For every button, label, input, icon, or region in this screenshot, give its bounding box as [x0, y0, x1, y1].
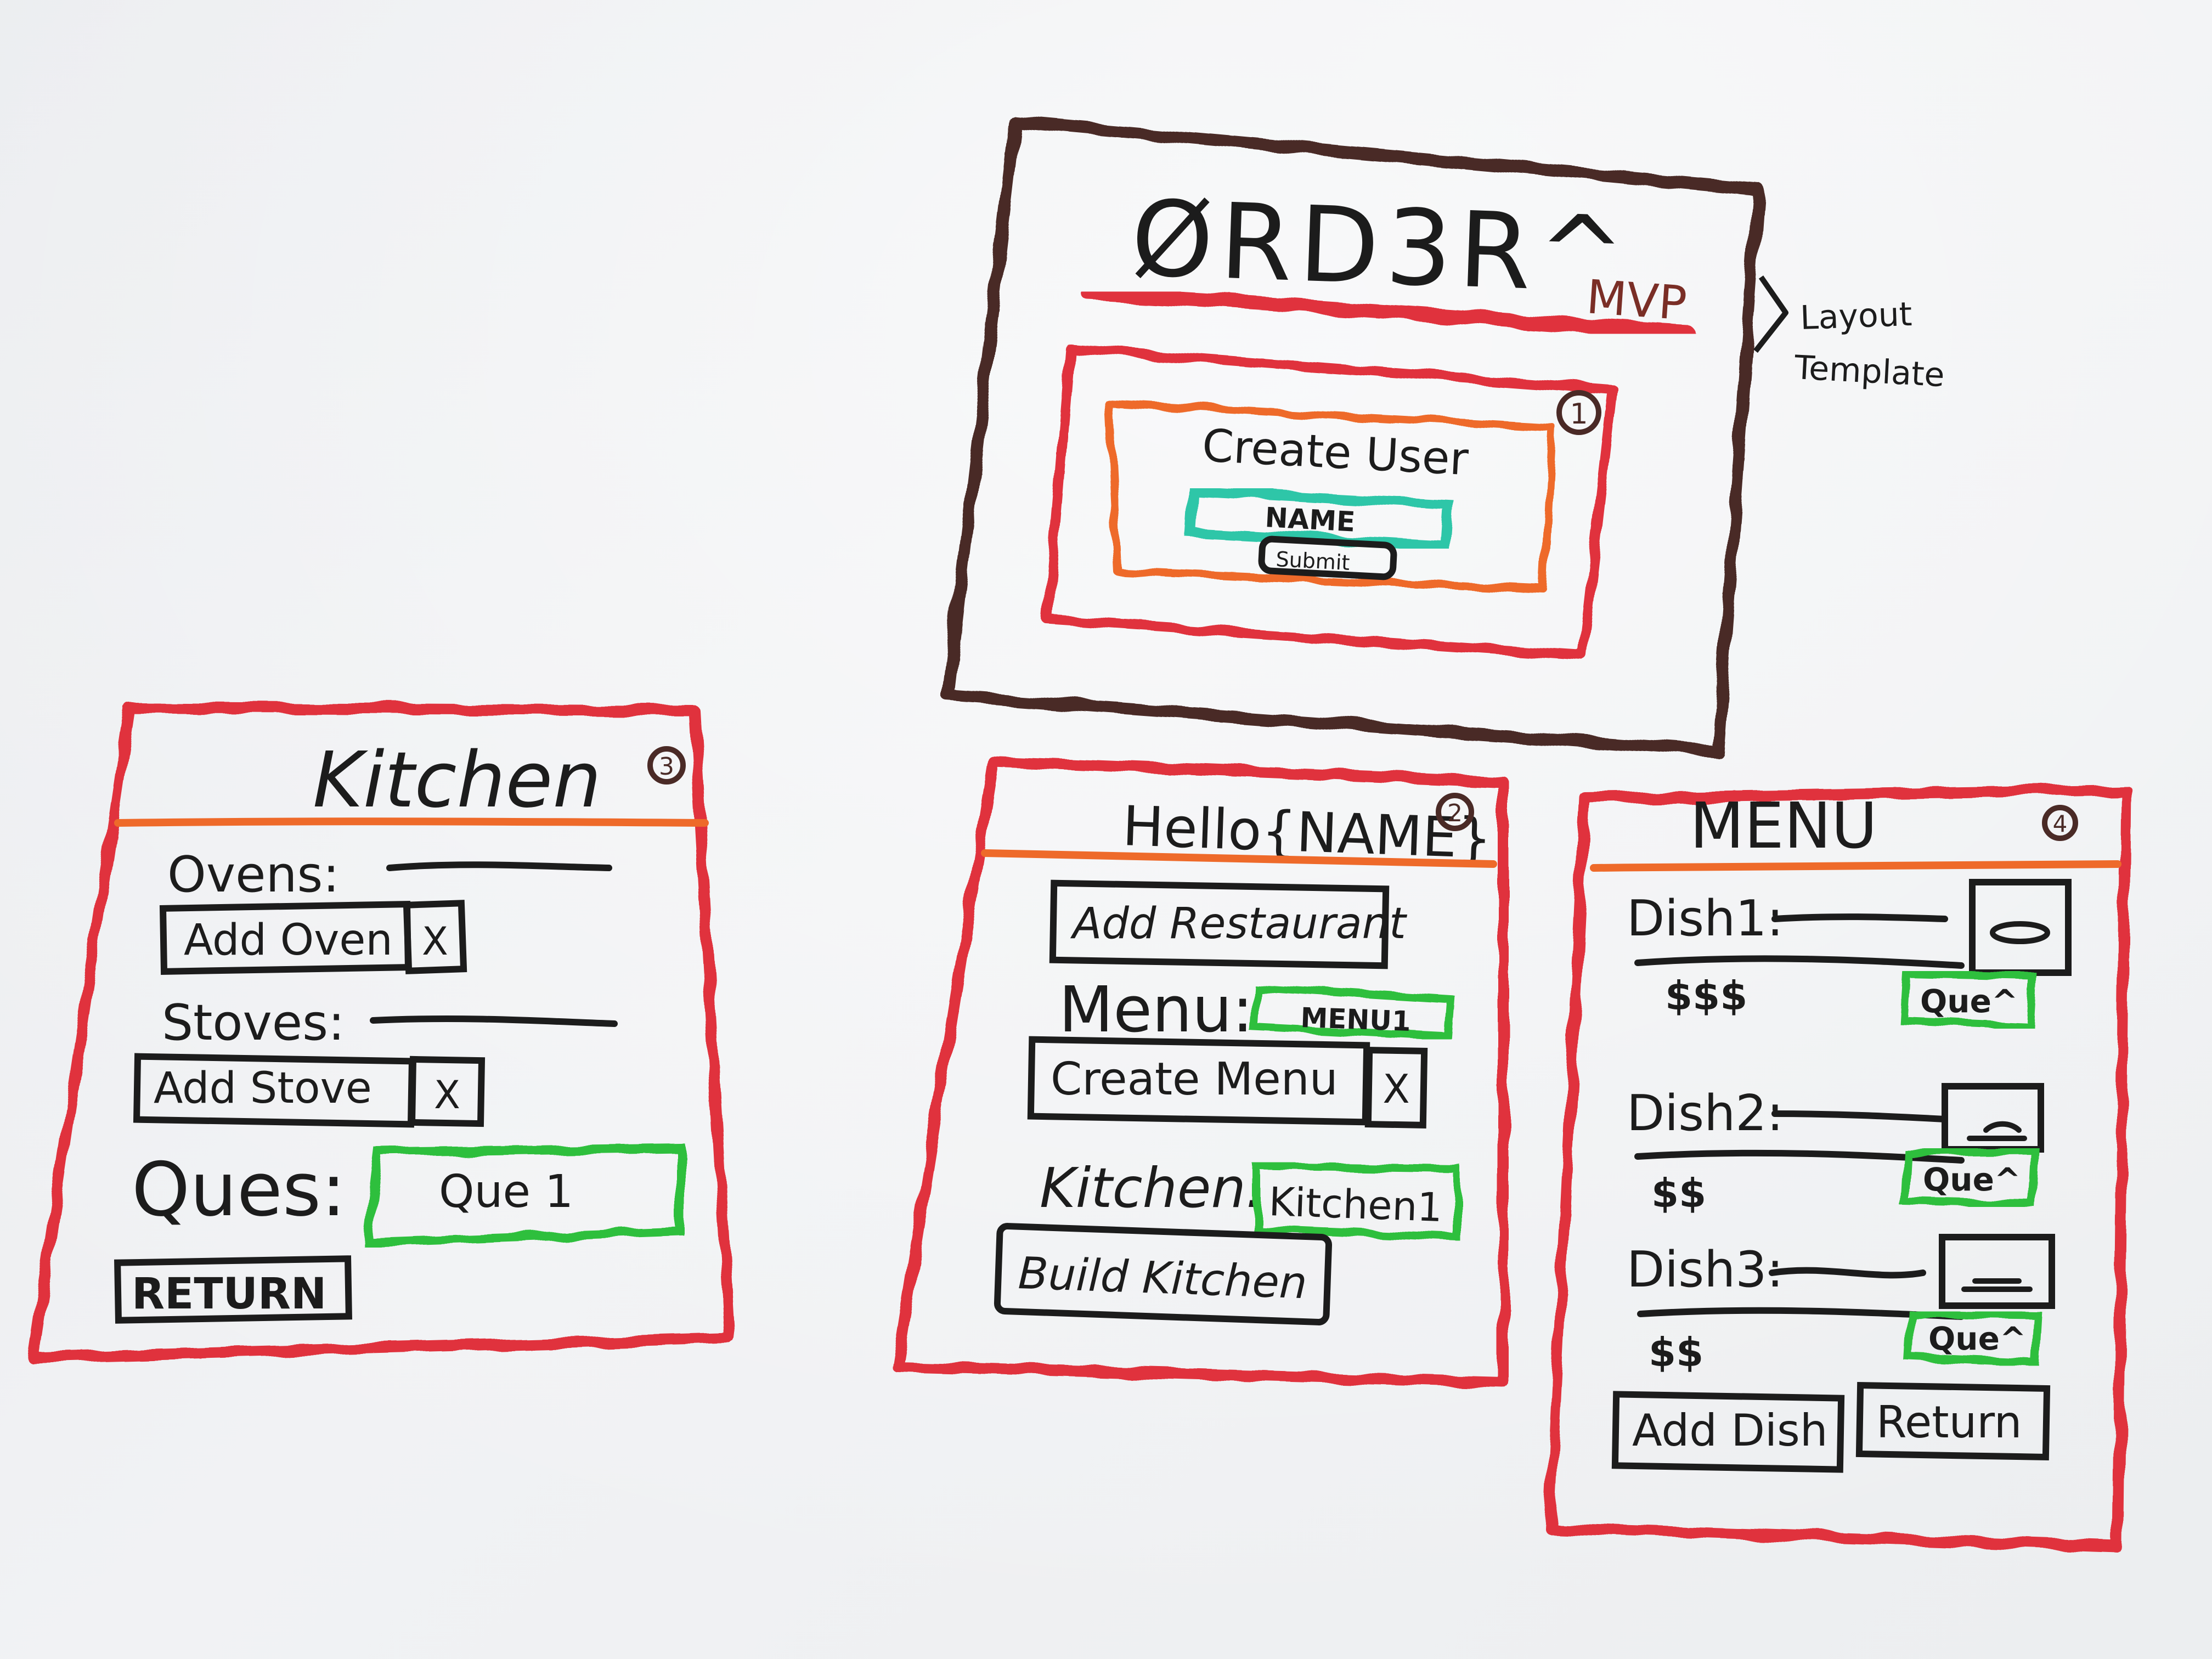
dish-queue-button[interactable] [1905, 1310, 2042, 1368]
dish-row: Dish3: $$ Que^ [1627, 1234, 2055, 1375]
build-kitchen-button[interactable] [994, 1223, 1333, 1325]
remove-stove-button[interactable] [408, 1056, 486, 1127]
submit-button[interactable] [1258, 535, 1397, 580]
menu-title: MENU [1690, 789, 1877, 863]
dish-icon [1990, 921, 2050, 944]
remove-menu-button[interactable] [1364, 1047, 1428, 1128]
kitchen-select-text: Kitchen1 [1268, 1178, 1443, 1231]
dish-queue-button-label: Que^ [1920, 983, 2018, 1020]
dish-price: $$$ [1665, 973, 1747, 1019]
ques-label: Ques: [132, 1147, 346, 1233]
return-button[interactable] [114, 1255, 352, 1324]
kitchen-select[interactable] [1252, 1161, 1460, 1242]
screen-number-3-text: 3 [659, 753, 674, 781]
content-frame [1043, 343, 1618, 661]
dish-label: Dish2: [1627, 1085, 1784, 1142]
dish-queue-button[interactable] [1899, 1147, 2040, 1209]
ovens-value-line [386, 861, 612, 871]
add-oven-button-label: Add Oven [184, 916, 393, 965]
ovens-label: Ovens: [167, 846, 340, 904]
dish-price: $$ [1651, 1170, 1706, 1216]
dish-image [1939, 1234, 2055, 1309]
add-restaurant-button-label: Add Restaurant [1070, 899, 1407, 949]
dish-queue-button-label: Que^ [1928, 1320, 2027, 1357]
home-screen: Hello{NAME} 2 Add Restaurant Menu: MENU1… [891, 756, 1509, 1388]
kitchen-header-divider [114, 817, 709, 827]
ques-input[interactable] [362, 1143, 685, 1248]
stoves-value-line [370, 1015, 618, 1027]
kitchen-title: Kitchen [313, 736, 601, 825]
screen-number-1-text: 1 [1570, 398, 1588, 431]
menu-frame [1544, 785, 2131, 1553]
remove-oven-button-label: X [422, 919, 448, 964]
template-note: Template [1793, 348, 1945, 394]
dish-name-line [1771, 913, 1948, 922]
dish-description-line [1634, 955, 1965, 969]
dish-queue-button-label: Que^ [1923, 1161, 2021, 1198]
dish-icon [1961, 1278, 2033, 1292]
remove-menu-button-label: X [1383, 1066, 1409, 1112]
add-dish-button-label: Add Dish [1632, 1405, 1828, 1456]
kitchen-screen: Kitchen 3 Ovens: Add Oven X Stoves: Add … [27, 702, 735, 1363]
menu-return-button-label: Return [1876, 1397, 2022, 1448]
template-brace [1753, 275, 1788, 353]
build-kitchen-button-label: Build Kitchen [1017, 1248, 1308, 1308]
remove-oven-button[interactable] [403, 900, 467, 974]
name-input-text: NAME [1264, 501, 1356, 538]
menu-screen: MENU 4 Dish1: $$$ Que^ Dish2: $$ Que^ [1544, 785, 2131, 1553]
menu-select[interactable] [1249, 983, 1455, 1041]
name-input[interactable] [1185, 486, 1454, 551]
create-user-card [1104, 399, 1556, 594]
menu-header-divider [1590, 860, 2121, 872]
stoves-label: Stoves: [162, 994, 345, 1052]
home-frame [891, 756, 1509, 1388]
home-header-divider [981, 849, 1497, 868]
return-button-label: RETURN [132, 1269, 326, 1319]
menu-return-button[interactable] [1855, 1381, 2051, 1461]
dish-name-line [1769, 1267, 1926, 1279]
dish-name-line [1771, 1110, 1948, 1122]
add-stove-button-label: Add Stove [154, 1064, 372, 1113]
layout-frame [942, 116, 1764, 758]
dish-row: Dish2: $$ Que^ [1627, 1083, 2044, 1216]
create-menu-button-label: Create Menu [1051, 1053, 1338, 1105]
screen-number-4-text: 4 [2053, 810, 2068, 837]
kitchen-frame [27, 702, 735, 1363]
menu-label: Menu: [1059, 973, 1254, 1047]
submit-button-label: Submit [1276, 547, 1351, 575]
add-dish-button[interactable] [1611, 1391, 1845, 1473]
remove-stove-button-label: X [434, 1073, 460, 1118]
screen-number-1 [1556, 390, 1601, 435]
layout-note: Layout [1799, 295, 1912, 337]
dish-label: Dish3: [1627, 1241, 1784, 1299]
layout-template-screen: ØRD3R^ MVP 1 Create User NAME Submit Lay… [942, 116, 1945, 758]
dish-price: $$ [1649, 1329, 1703, 1375]
dish-queue-button[interactable] [1899, 969, 2037, 1030]
dish-row: Dish1: $$$ Que^ [1627, 879, 2072, 1030]
header-underline [1082, 286, 1694, 339]
dish-description-line [1634, 1149, 1965, 1164]
screen-number-4 [2042, 805, 2078, 841]
dish-icon [1967, 1121, 2027, 1141]
kitchen-label: Kitchen: [1040, 1156, 1265, 1220]
screen-number-2-text: 2 [1447, 799, 1463, 827]
screen-number-3 [647, 746, 686, 785]
menu-select-text: MENU1 [1300, 1002, 1412, 1037]
add-restaurant-button[interactable] [1049, 879, 1390, 969]
screen-number-2 [1436, 793, 1474, 831]
dish-label: Dish1: [1627, 890, 1784, 947]
ques-input-text: Que 1 [439, 1166, 573, 1218]
